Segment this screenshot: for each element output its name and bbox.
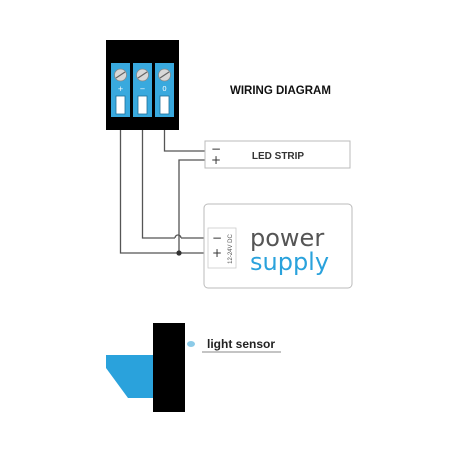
terminal-3-mark: 0	[162, 85, 166, 93]
screw-icon	[136, 68, 149, 82]
wire-crossover	[174, 234, 182, 239]
power-supply-minus: −	[212, 231, 222, 245]
led-strip-minus: −	[211, 142, 221, 156]
terminal-1-slot	[115, 95, 126, 115]
power-supply-voltage: 12-24V DC	[228, 233, 234, 263]
power-supply-terminal	[207, 227, 237, 269]
terminal-2-mark: −	[140, 85, 146, 93]
light-sensor-body	[153, 323, 185, 412]
terminal-1-mark: +	[118, 85, 124, 93]
terminal-3-slot	[159, 95, 170, 115]
led-strip-label: LED STRIP	[252, 151, 305, 162]
led-strip-body	[204, 140, 351, 169]
power-supply-word-2: supply	[250, 248, 329, 276]
power-supply-body	[203, 203, 353, 289]
light-sensor-led-icon	[187, 341, 195, 347]
light-sensor-lens	[106, 355, 153, 398]
terminal-2-slot	[137, 95, 148, 115]
power-supply-word-1: power	[250, 224, 324, 252]
wire-led-plus	[178, 159, 208, 253]
wire-output	[163, 130, 208, 152]
light-sensor: light sensor	[106, 323, 281, 412]
screw-icon	[158, 68, 171, 82]
wires	[119, 130, 208, 254]
wire-junction	[176, 250, 182, 256]
power-supply-plus: +	[212, 246, 222, 260]
light-sensor-label: light sensor	[207, 337, 275, 351]
screw-icon	[114, 68, 127, 82]
led-strip: − + LED STRIP	[204, 140, 351, 169]
led-strip-plus: +	[211, 153, 221, 167]
diagram-title: WIRING DIAGRAM	[230, 85, 331, 97]
power-supply: − + 12-24V DC power supply	[203, 203, 353, 289]
wire-minus	[141, 130, 175, 239]
terminal-block: + − 0	[106, 40, 179, 130]
